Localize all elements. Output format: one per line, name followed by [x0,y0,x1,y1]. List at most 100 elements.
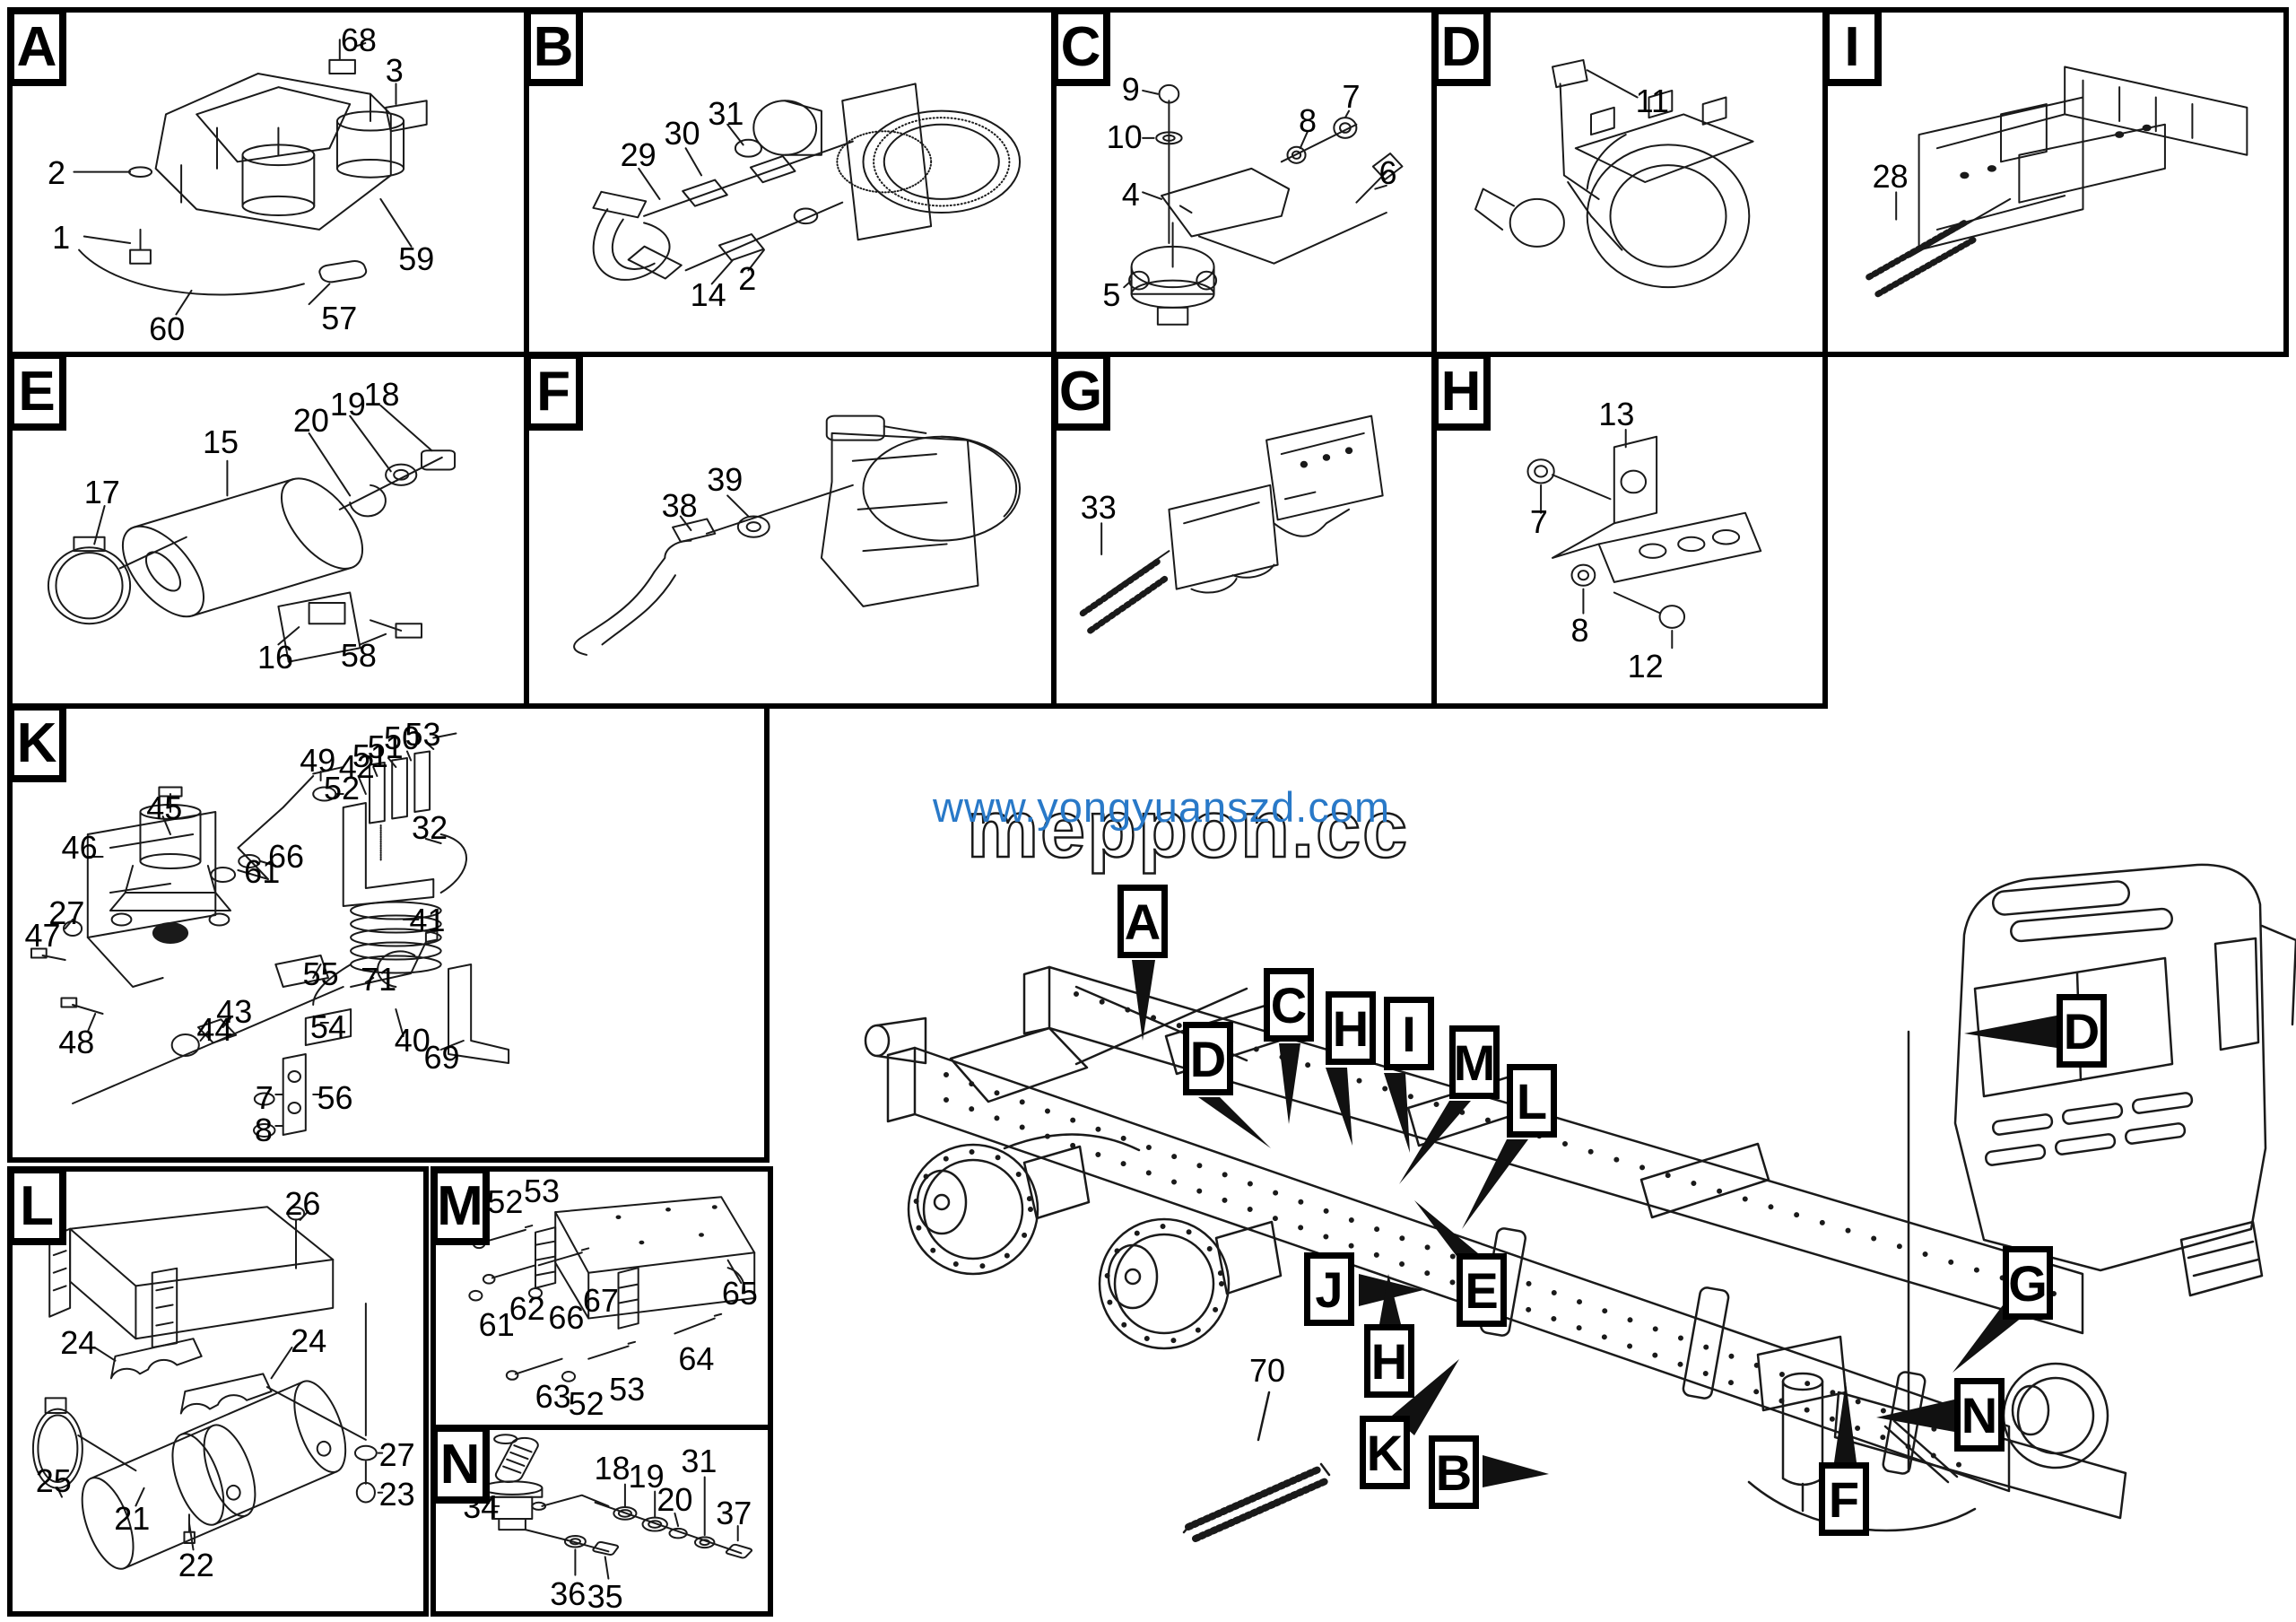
part-number: 7 [1529,503,1548,541]
part-number: 52 [487,1182,524,1220]
chassis-callout-H: H [1326,991,1376,1065]
panel-B-letter: B [524,7,583,86]
part-number: 16 [257,639,293,676]
part-number: 64 [678,1339,715,1377]
part-number: 61 [478,1305,515,1343]
part-number: 70 [1248,1352,1286,1389]
part-number: 1 [52,218,71,256]
chassis-callout-J: J [1304,1252,1354,1326]
part-number: 41 [409,901,446,938]
part-number: 7 [1342,78,1361,116]
part-number: 40 [394,1022,430,1059]
part-number: 62 [509,1290,545,1328]
part-number: 69 [423,1038,460,1076]
panel-E-letter: E [7,352,66,431]
part-number: 6 [1378,154,1397,192]
panel-C-sketch [1057,13,1431,352]
chassis-callout-H: H [1364,1324,1414,1398]
chassis-callout-D: D [2057,994,2107,1068]
chassis-callout-D: D [1183,1022,1233,1095]
panel-D-letter: D [1431,7,1491,86]
part-number: 36 [550,1575,587,1612]
part-number: 27 [378,1435,415,1473]
part-number: 42 [338,747,375,785]
part-number: 29 [620,135,657,173]
part-number: 8 [254,1112,273,1148]
chassis-callout-E: E [1457,1253,1507,1327]
part-number: 20 [657,1481,693,1519]
chassis-callout-K: K [1360,1416,1410,1489]
part-number: 59 [398,240,435,278]
part-number: 31 [681,1443,718,1480]
part-number: 9 [1121,71,1140,109]
panel-I-letter: I [1822,7,1882,86]
part-number: 60 [149,310,186,347]
part-number: 52 [568,1384,604,1422]
part-number: 47 [24,917,61,954]
part-number: 49 [300,741,336,779]
part-number: 54 [309,1007,346,1045]
panel-D: D 11 [1431,7,1828,357]
part-number: 2 [738,260,757,298]
part-number: 57 [321,300,358,337]
panel-G-letter: G [1051,352,1110,431]
panel-M-sketch [436,1172,768,1425]
part-number: 51 [352,737,388,774]
panel-H-letter: H [1431,352,1491,431]
part-number: 53 [404,715,441,753]
part-number: 38 [661,486,698,524]
part-number: 19 [628,1457,665,1495]
part-number: 66 [548,1298,585,1336]
part-number: 45 [146,789,183,826]
panel-I: I 28 [1822,7,2289,357]
panel-D-sketch [1437,13,1822,352]
part-number: 24 [291,1322,327,1360]
panel-H-sketch [1437,357,1822,703]
chassis-callout-M: M [1449,1025,1500,1099]
panel-B-sketch [529,13,1051,352]
panel-A-letter: A [7,7,66,86]
part-number: 48 [58,1024,95,1060]
panel-E-sketch [13,357,524,703]
part-number: 61 [244,852,281,890]
truck-front-suspension [1747,1335,2127,1532]
part-number: 25 [35,1461,72,1499]
part-number: 8 [1570,612,1589,650]
part-number: 24 [60,1324,97,1362]
part-number: 51 [367,728,404,765]
panel-G: G 33 [1051,352,1437,709]
part-number: 5 [1102,275,1121,313]
part-number: 31 [708,95,744,133]
part-number: 53 [523,1172,561,1209]
panel-L-letter: L [7,1166,66,1245]
chassis-callout-F: F [1819,1462,1869,1536]
part-number: 33 [1080,488,1117,526]
part-number: 3 [385,52,404,90]
part-number: 21 [114,1500,151,1538]
truck-near-rail [886,1046,2011,1493]
part-number: 65 [721,1275,758,1312]
part-number: 63 [535,1378,571,1416]
part-number: 68 [340,21,377,58]
part-number: 52 [324,770,361,807]
part-number: 15 [202,423,239,460]
panel-L-sketch [13,1172,423,1611]
part-number: 71 [361,961,397,998]
part-number: 10 [1106,118,1143,156]
panel-N-sketch [436,1430,768,1611]
part-number: 67 [582,1281,619,1319]
panel-K: K [7,703,770,1163]
panel-M-letter: M [430,1166,490,1245]
part-number: 19 [329,386,366,423]
panel-I-sketch [1828,13,2283,352]
part-number: 46 [61,828,98,866]
chassis-callout-A: A [1118,885,1168,958]
